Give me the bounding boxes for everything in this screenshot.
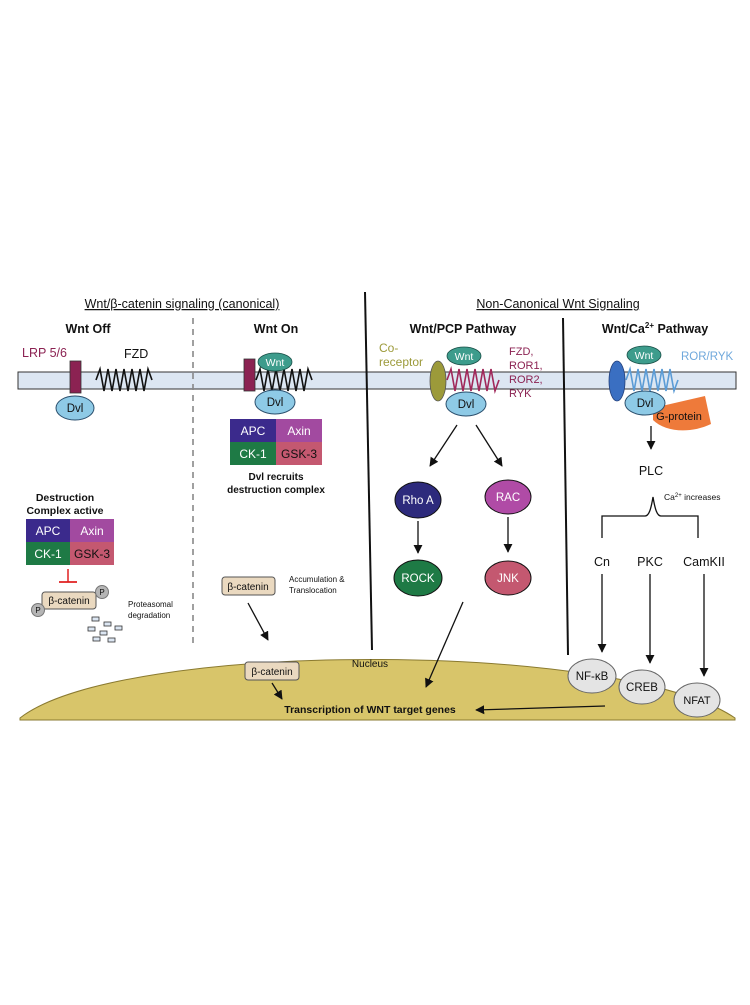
dvl-pcp-label: Dvl (458, 399, 475, 411)
rac-label: RAC (496, 492, 520, 504)
wnt-ca-label: Wnt (635, 350, 654, 362)
lrp-receptor-on (243, 358, 256, 392)
transcription-label: Transcription of WNT target genes (284, 704, 456, 716)
nfkb-node (567, 658, 617, 694)
plc-brace (601, 496, 699, 538)
destruction-complex-on: APC Axin CK-1 GSK-3 (230, 419, 322, 465)
phospho-right-label: P (99, 588, 104, 597)
fzd-list-4: RYK (509, 388, 532, 400)
fzd-spring-off (95, 365, 153, 392)
translocation-arrow (247, 602, 269, 641)
beta-catenin-cytoplasm-label: β-catenin (227, 582, 268, 593)
accumulation-label-2: Translocation (289, 586, 337, 595)
divider-pcp-ca (562, 317, 569, 656)
nuclear-transcription-arrow (271, 682, 283, 700)
header-canonical: Wnt/β-catenin signaling (canonical) (85, 297, 280, 311)
arrow-pcp-to-nucleus (425, 601, 464, 688)
apc-off: APC (36, 524, 61, 538)
creb-node (618, 669, 666, 705)
camkii-label: CamKII (683, 555, 725, 569)
ca-receptor-shape (608, 360, 626, 402)
fzd-list-1: FZD, (509, 346, 533, 358)
dvl-ca (624, 390, 666, 416)
ck1-off: CK-1 (34, 547, 62, 561)
wnt-on-label: Wnt (266, 357, 285, 369)
nfkb-label: NF-κB (576, 671, 609, 683)
arrow-ca-to-transcription (475, 705, 606, 715)
destruction-complex-off: APC Axin CK-1 GSK-3 (26, 519, 114, 565)
header-wnt-on: Wnt On (254, 322, 298, 336)
dvl-recruits-label-2: destruction complex (227, 485, 325, 496)
degradation-fragments (87, 616, 123, 643)
dvl-ca-label: Dvl (637, 398, 654, 410)
arrow-dvl-to-rho (429, 424, 458, 467)
nfat-node (673, 682, 721, 718)
coreceptor-label-2: receptor (379, 355, 423, 369)
ca-receptor-spring (625, 365, 679, 395)
ck1-on: CK-1 (239, 447, 267, 461)
dvl-off (55, 395, 95, 421)
creb-label: CREB (626, 682, 658, 694)
arrow-dvl-to-rac (475, 424, 503, 467)
proteasomal-label-2: degradation (128, 611, 170, 620)
apc-on: APC (241, 424, 266, 438)
proteasomal-label-1: Proteasomal (128, 600, 173, 609)
beta-catenin-nucleus-label: β-catenin (251, 667, 292, 678)
rho-a-node (394, 481, 442, 519)
wnt-pcp-label: Wnt (455, 351, 474, 363)
divider-canonical-noncanonical (364, 291, 373, 651)
lrp-receptor-off (69, 360, 82, 394)
rac-node (484, 479, 532, 515)
beta-catenin-cytoplasm (221, 576, 276, 596)
destruction-label-2: Complex active (26, 505, 103, 517)
header-pcp: Wnt/PCP Pathway (410, 322, 517, 336)
wnt-ligand-on (257, 352, 293, 372)
beta-catenin-nucleus (244, 661, 300, 681)
pkc-label: PKC (637, 555, 663, 569)
wnt-ligand-pcp (446, 346, 482, 366)
phospho-left-label: P (35, 606, 40, 615)
ror-ryk-label: ROR/RYK (681, 351, 734, 363)
axin-off: Axin (80, 524, 103, 538)
rho-a-label: Rho A (402, 495, 434, 507)
nucleus-label: Nucleus (352, 659, 388, 670)
header-noncanonical: Non-Canonical Wnt Signaling (476, 297, 639, 311)
phospho-right-icon (95, 585, 109, 599)
beta-catenin-off (41, 591, 97, 610)
dvl-off-label: Dvl (67, 403, 84, 415)
pcp-receptor-spring (446, 365, 500, 395)
cn-label: Cn (594, 555, 610, 569)
dvl-on (254, 389, 296, 415)
plc-label: PLC (639, 464, 663, 478)
fzd-list-2: ROR1, (509, 360, 543, 372)
fzd-label: FZD (124, 347, 148, 361)
jnk-node (484, 560, 532, 596)
dvl-pcp (445, 391, 487, 417)
coreceptor-shape (429, 360, 447, 402)
dvl-recruits-label-1: Dvl recruits (248, 472, 303, 483)
cell-membrane (17, 371, 737, 390)
nfat-label: NFAT (683, 695, 711, 707)
beta-catenin-off-label: β-catenin (48, 596, 89, 607)
fzd-list-3: ROR2, (509, 374, 543, 386)
dvl-on-label: Dvl (267, 397, 284, 409)
g-protein-shape (653, 396, 711, 431)
jnk-label: JNK (497, 573, 519, 585)
header-wnt-off: Wnt Off (65, 322, 111, 336)
g-protein-label: G-protein (656, 411, 702, 423)
accumulation-label-1: Accumulation & (289, 575, 345, 584)
lrp-label: LRP 5/6 (22, 346, 67, 360)
gsk3-off: GSK-3 (74, 547, 110, 561)
header-ca: Wnt/Ca2+ Pathway (602, 321, 708, 336)
phospho-left-icon (31, 603, 45, 617)
wnt-ligand-ca (626, 345, 662, 365)
rock-label: ROCK (401, 573, 435, 585)
coreceptor-label-1: Co- (379, 341, 398, 355)
destruction-label-1: Destruction (36, 492, 94, 504)
gsk3-on: GSK-3 (281, 447, 317, 461)
axin-on: Axin (287, 424, 310, 438)
rock-node (393, 559, 443, 597)
ca-increase-label: Ca2+ increases (664, 492, 720, 502)
